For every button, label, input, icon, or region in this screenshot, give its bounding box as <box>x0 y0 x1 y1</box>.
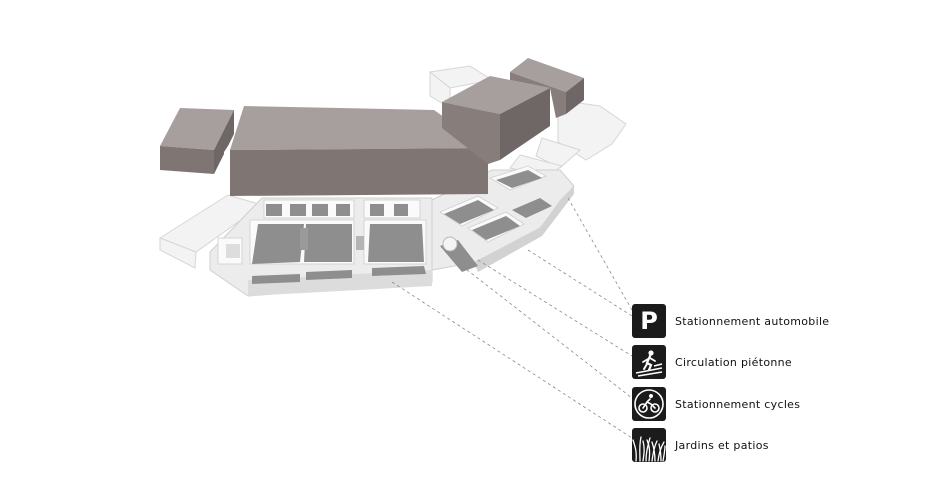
legend-item-gardens: Jardins et patios <box>632 428 769 462</box>
legend-label-gardens: Jardins et patios <box>675 438 769 452</box>
pedestrian-crossing-icon <box>632 345 666 379</box>
grass-icon <box>632 428 666 462</box>
ground-floor-plan <box>209 165 575 297</box>
parking-icon: P <box>632 304 666 338</box>
context-buildings <box>158 65 627 269</box>
legend-item-pedestrian: Circulation piétonne <box>632 345 792 379</box>
legend-label-pedestrian: Circulation piétonne <box>675 355 792 369</box>
legend-label-parking: Stationnement automobile <box>675 314 830 328</box>
legend-item-cycles: Stationnement cycles <box>632 387 800 421</box>
legend-item-parking: P Stationnement automobile <box>632 304 829 338</box>
upper-building-volume <box>160 58 584 196</box>
bicycle-icon <box>632 387 666 421</box>
legend-label-cycles: Stationnement cycles <box>675 397 801 411</box>
leader-lines <box>391 197 633 439</box>
